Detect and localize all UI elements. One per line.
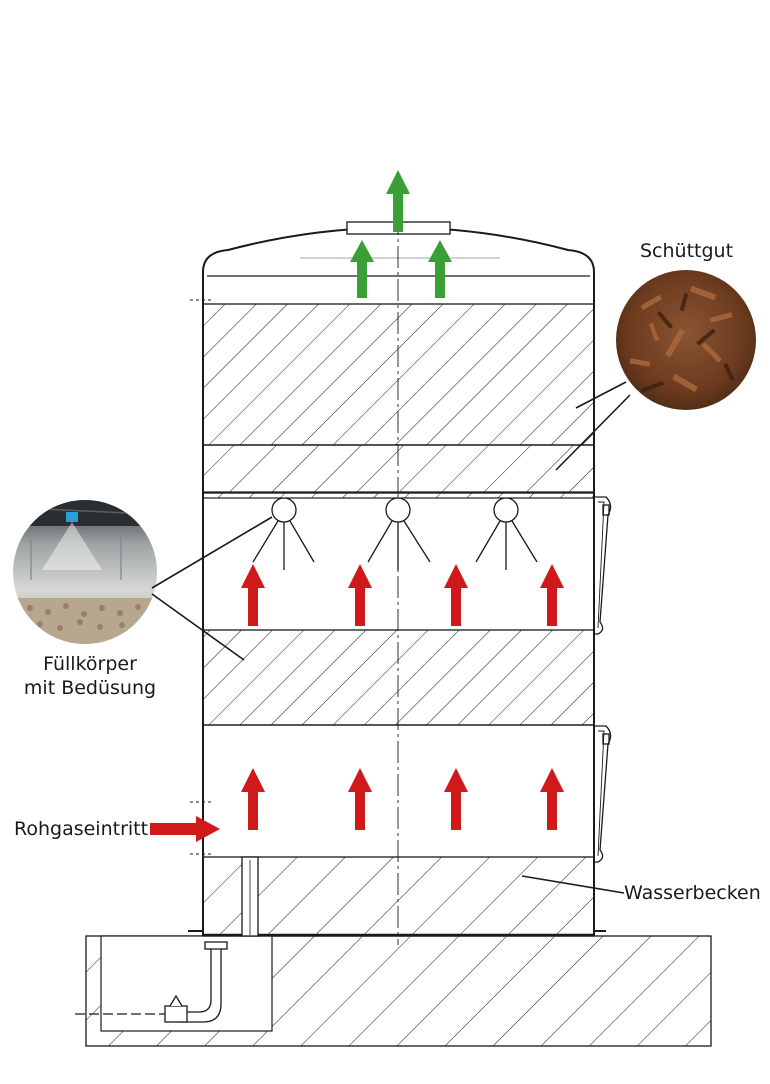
packing-layer xyxy=(202,629,595,726)
spray-nozzles xyxy=(252,497,538,570)
arrow-up-icon xyxy=(444,564,468,626)
raw-gas-arrows-lower xyxy=(241,768,564,830)
foundation xyxy=(85,935,712,1047)
spray-nozzle-icon xyxy=(475,497,538,570)
woodchip-pointer-lines xyxy=(555,381,631,471)
arrow-up-icon xyxy=(540,564,564,626)
arrow-up-icon xyxy=(540,768,564,830)
label-packing-line1: Füllkörper xyxy=(43,653,137,675)
label-bulk-material: Schüttgut xyxy=(640,240,734,262)
raw-gas-arrows-upper xyxy=(241,564,564,626)
arrow-up-icon xyxy=(348,564,372,626)
dimension-ticks xyxy=(190,299,212,855)
support-grid xyxy=(202,491,595,499)
arrow-right-icon xyxy=(150,816,220,842)
clean-gas-arrows xyxy=(350,170,452,298)
label-packing-line2: mit Bedüsung xyxy=(23,677,157,699)
arrow-up-icon xyxy=(444,768,468,830)
arrow-up-icon xyxy=(348,768,372,830)
basin-pointer-line xyxy=(521,875,625,894)
arrow-up-icon xyxy=(428,240,452,298)
bulk-material-bed xyxy=(202,303,595,499)
inspection-door xyxy=(594,496,612,635)
arrow-up-icon xyxy=(241,768,265,830)
woodchip-photo xyxy=(616,270,756,410)
arrow-up-icon xyxy=(386,170,410,232)
spray-nozzle-icon xyxy=(252,497,315,570)
label-raw-gas-inlet: Rohgaseintritt xyxy=(14,818,149,840)
drain-pipe xyxy=(75,856,606,1023)
label-water-basin: Wasserbecken xyxy=(624,882,761,904)
packing-pointer-lines xyxy=(151,516,273,661)
water-basin xyxy=(202,856,595,937)
packing-spray-photo xyxy=(13,500,157,644)
arrow-up-icon xyxy=(350,240,374,298)
inspection-door xyxy=(594,725,612,863)
arrow-up-icon xyxy=(241,564,265,626)
valve-icon xyxy=(164,1005,188,1023)
label-packing-with-spray: Füllkörper mit Bedüsung xyxy=(10,652,170,700)
spray-nozzle-icon xyxy=(367,497,431,570)
